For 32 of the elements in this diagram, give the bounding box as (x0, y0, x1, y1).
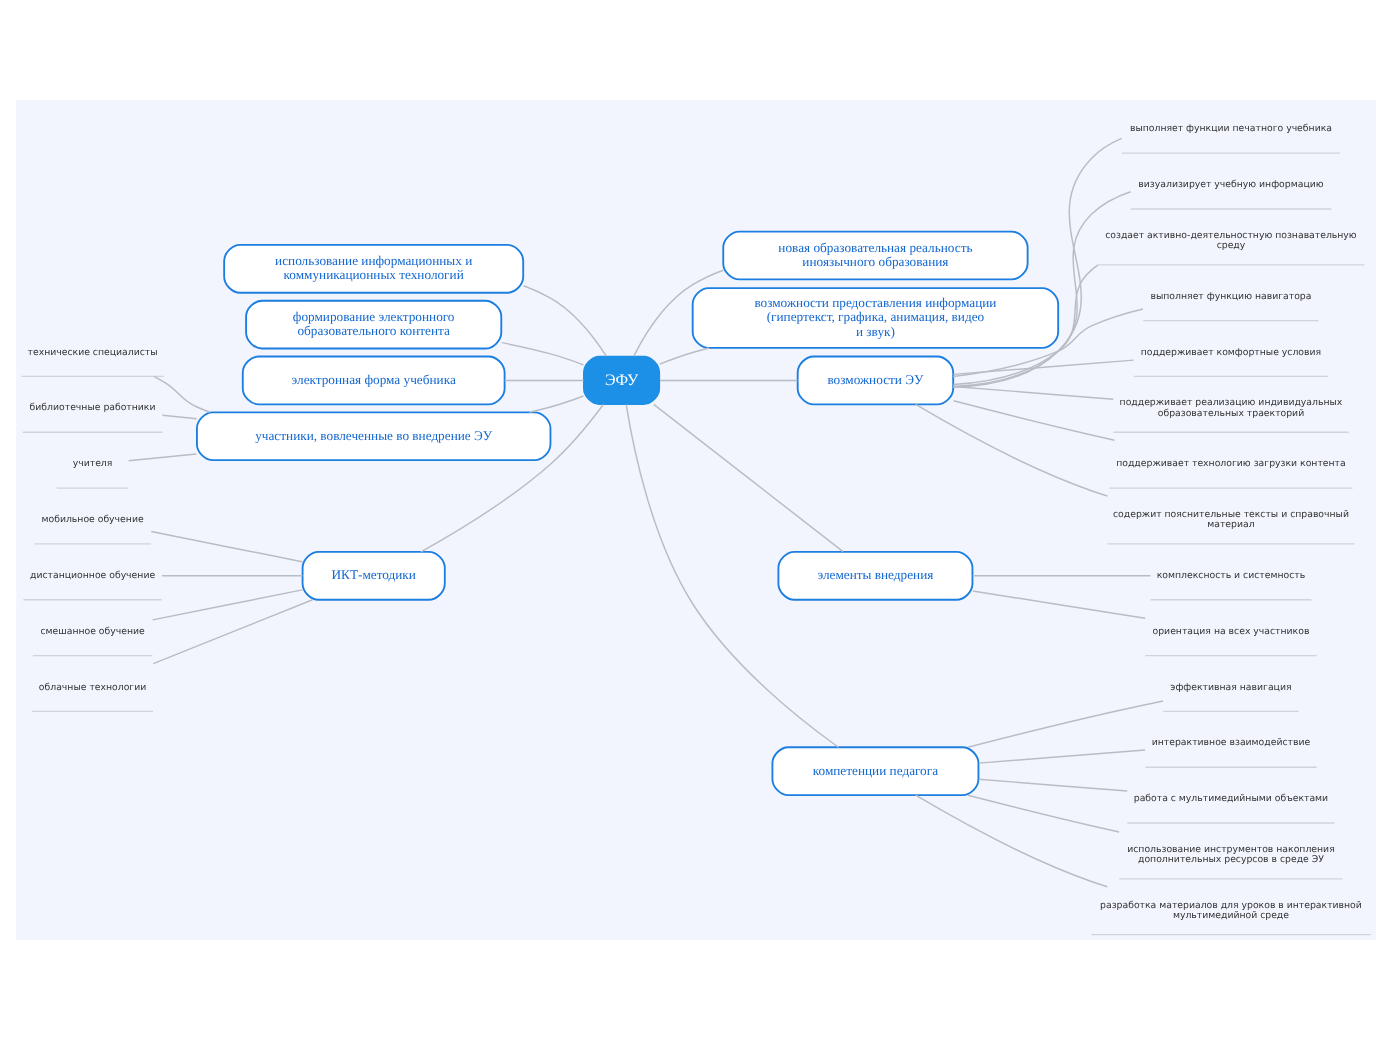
connector (952, 359, 1135, 376)
connector (952, 400, 1116, 441)
connector (914, 403, 1109, 497)
connector (978, 778, 1128, 792)
connector (952, 385, 1114, 400)
connector (152, 599, 314, 665)
connector (952, 308, 1144, 378)
connector (633, 269, 724, 357)
connector (161, 575, 304, 577)
connector (150, 530, 303, 563)
connector (914, 794, 1109, 888)
connector (952, 264, 1099, 386)
connector (952, 137, 1123, 388)
connector (625, 403, 840, 748)
connector (978, 749, 1146, 764)
connector (153, 375, 211, 413)
connector (528, 395, 585, 414)
connector (504, 379, 585, 382)
connector (522, 285, 608, 357)
connector (420, 403, 605, 553)
connector (659, 379, 799, 382)
connector (972, 575, 1152, 577)
connector (659, 347, 710, 365)
connector (967, 794, 1120, 833)
connector (952, 191, 1132, 388)
connector (161, 414, 198, 420)
connector (653, 403, 844, 553)
connector (967, 700, 1164, 748)
connector (972, 590, 1146, 619)
connector (500, 341, 585, 366)
connector (127, 453, 198, 462)
connector (151, 589, 304, 621)
